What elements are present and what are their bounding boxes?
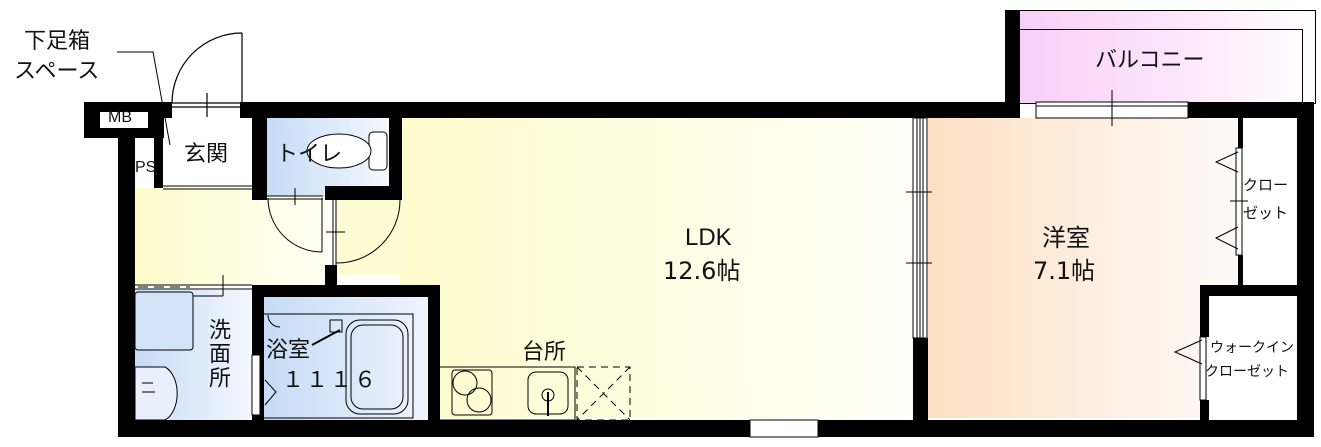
meter-box-label: MB	[108, 109, 132, 126]
wall-toilet-left	[252, 118, 267, 200]
wall-bath-top	[255, 285, 440, 297]
wic-label-line2: クローゼット	[1205, 363, 1289, 379]
shoe-box-leader-icon	[117, 51, 171, 146]
ldk-area-label: 12.6帖	[663, 257, 741, 285]
wall-wic-top	[1200, 285, 1300, 296]
kitchen-counter-icon	[437, 366, 576, 421]
fridge-space-icon	[576, 366, 631, 421]
walk-in-closet-area	[1208, 296, 1297, 420]
washing-machine-pan-icon	[134, 291, 194, 351]
balcony-inner-line	[1019, 29, 1303, 102]
entrance-area	[160, 118, 255, 186]
wall-balcony-left	[1005, 10, 1020, 118]
wall-toilet-bottom	[325, 186, 402, 200]
bathroom-label: 浴室	[266, 338, 311, 363]
bathroom-door-icon	[251, 354, 277, 416]
hall-area	[135, 188, 330, 286]
closet-label-line2: ゼット	[1243, 205, 1289, 222]
closet-label-line1: クロー	[1243, 177, 1289, 194]
toilet-label: トイレ	[276, 142, 343, 167]
wall-western-left-bottom	[913, 338, 928, 428]
wall-top-right	[1188, 102, 1314, 118]
wall-wic-left-lower	[1200, 400, 1209, 425]
entrance-label: 玄関	[184, 142, 229, 167]
closet-door-icon	[1214, 147, 1248, 256]
wall-left-outer	[118, 128, 135, 437]
wall-wic-left	[1200, 285, 1209, 337]
wall-top-main	[240, 102, 1020, 118]
balcony-window-icon	[1035, 90, 1189, 126]
ldk-label: LDK	[685, 224, 732, 251]
wall-closet-left	[1238, 118, 1243, 148]
closet-area	[1242, 118, 1297, 288]
kitchen-label: 台所	[522, 340, 567, 365]
wall-ps-right	[154, 128, 163, 188]
balcony-area	[1019, 10, 1316, 104]
ldk-area	[400, 118, 915, 418]
hall-to-ldk-area	[335, 195, 405, 275]
wall-mb-left	[84, 102, 100, 132]
washroom-door-icon	[135, 275, 252, 297]
wall-bottom	[118, 420, 1314, 437]
wall-bath-right	[428, 285, 440, 430]
toilet-fixture-icon	[306, 131, 388, 171]
ldk-door-icon	[326, 199, 401, 265]
western-room-area-label: 7.1帖	[1033, 257, 1096, 285]
wic-door-icon	[1173, 336, 1207, 401]
wall-closet-left-lower	[1238, 255, 1243, 287]
wall-toilet-right	[389, 118, 402, 200]
wash-basin-icon	[134, 366, 178, 421]
western-room-label: 洋室	[1042, 224, 1090, 252]
balcony-label: バルコニー	[1095, 48, 1205, 73]
toilet-door-icon	[267, 188, 323, 253]
partition-sliding-door-icon	[906, 117, 932, 339]
entrance-door-icon	[171, 32, 243, 117]
wic-label-line1: ウォークイン	[1210, 339, 1294, 355]
pipe-space-label: PS	[135, 159, 157, 176]
bottom-window-icon	[749, 419, 819, 438]
shoe-box-label-line2: スペース	[14, 59, 100, 84]
western-room-area	[928, 118, 1238, 418]
bathroom-size-code: １１１６	[282, 368, 379, 393]
washroom-label: 洗面所	[205, 318, 230, 390]
wall-right-outer	[1297, 102, 1314, 437]
shoe-box-label-line1: 下足箱	[24, 29, 91, 54]
bathtub-icon	[262, 313, 414, 419]
wall-mb-top	[84, 102, 164, 112]
